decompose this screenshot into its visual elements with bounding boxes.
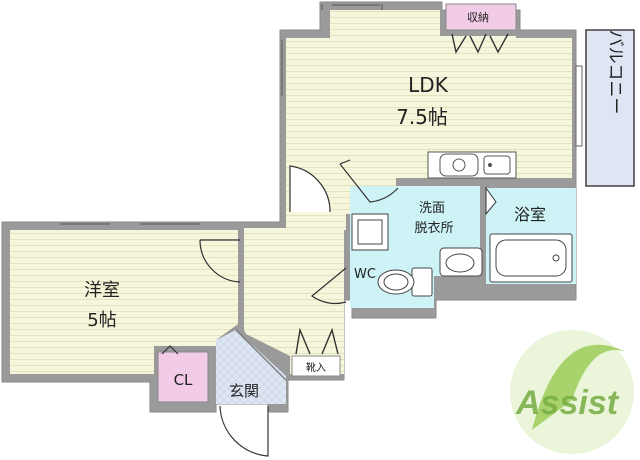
washroom-label-2: 脱衣所 [414,220,453,236]
stove-icon [439,153,479,177]
shoe-box: 靴入 [291,327,341,377]
balcony-window [575,65,583,147]
western-room: 洋室 5帖 [10,230,238,374]
ldk-door [289,165,331,213]
hallway [244,214,346,374]
logo-text: Assist [515,384,620,422]
entrance-door [219,405,269,457]
washing-machine-icon [351,213,389,251]
shoe-box-label: 靴入 [306,361,326,374]
sink-icon [483,155,511,175]
closet: CL [157,345,209,403]
toilet-icon [377,269,415,295]
window-marks [60,4,383,225]
storage: 収納 [445,3,517,54]
western-room-label: 洋室 [84,280,120,301]
shoe-box-doors [295,327,339,355]
wc-room: WC [350,262,434,308]
kitchen-counter [427,151,517,179]
bathtub-icon [489,233,573,283]
washroom: 洗面 脱衣所 [350,186,483,277]
wc-door [311,267,347,305]
assist-logo: Assist [510,330,634,454]
balcony: バルコニー [575,29,635,187]
toilet-tank-icon [411,267,433,297]
ldk-size: 7.5帖 [396,105,448,129]
storage-label: 収納 [467,11,489,24]
entrance-label: 玄関 [229,382,259,400]
bathroom: 浴室 [485,186,576,284]
entrance: 玄関 [216,329,287,404]
western-room-size: 5帖 [87,310,116,331]
closet-label: CL [174,371,193,389]
western-room-door [199,239,241,283]
doors [199,159,399,457]
washbasin-icon [439,247,483,277]
ldk-label: LDK [408,73,449,97]
bath-door [485,186,497,216]
bath-label: 浴室 [514,205,546,224]
svg-text:バルコニー: バルコニー [605,30,625,115]
washroom-door [339,163,399,203]
washroom-label-1: 洗面 [419,201,445,216]
balcony-label: バルコニー [605,30,625,115]
wc-label: WC [354,267,376,282]
storage-doors [451,33,509,54]
